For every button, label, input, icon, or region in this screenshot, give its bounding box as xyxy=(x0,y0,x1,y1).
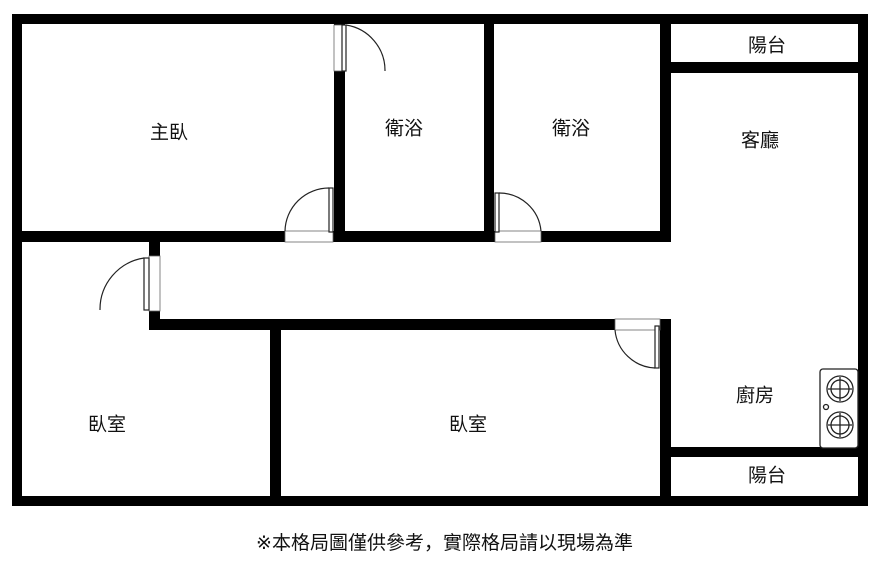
wall-master-bath1 xyxy=(334,14,345,242)
stove xyxy=(819,368,859,449)
door-arc-bath1 xyxy=(345,24,386,72)
wall-balcony-top xyxy=(660,62,868,73)
door-arc-bedroom-center xyxy=(614,329,656,369)
room-label-bedroom-center: 臥室 xyxy=(449,414,487,436)
wall-lower-corridor xyxy=(149,319,671,330)
door-opening-bedroom-center xyxy=(614,318,661,331)
door-opening-bath2 xyxy=(494,230,542,243)
burner-bottom-icon xyxy=(826,411,854,439)
door-leaf-master[interactable] xyxy=(328,187,334,233)
room-label-bathroom-1: 衛浴 xyxy=(385,118,423,140)
door-opening-master xyxy=(284,230,334,243)
wall-bedrooms-divider xyxy=(270,319,281,506)
room-label-bathroom-2: 衛浴 xyxy=(552,118,590,140)
room-label-balcony-top: 陽台 xyxy=(748,35,786,57)
wall-balcony-bottom xyxy=(660,447,868,457)
door-arc-bedroom-left xyxy=(99,257,145,311)
room-label-living-room: 客廳 xyxy=(741,130,779,152)
room-label-bedroom-left: 臥室 xyxy=(88,414,126,436)
stove-knob-icon xyxy=(822,403,830,411)
wall-bath2-living xyxy=(660,14,671,242)
wall-bath1-bath2 xyxy=(484,14,494,242)
room-label-master-bedroom: 主臥 xyxy=(150,122,188,144)
door-opening-bedroom-left xyxy=(148,255,161,312)
door-leaf-bedroom-center[interactable] xyxy=(654,325,660,369)
disclaimer-note: ※本格局圖僅供參考，實際格局請以現場為準 xyxy=(256,532,633,554)
door-leaf-bath2[interactable] xyxy=(494,192,500,233)
outer-wall-left xyxy=(12,14,22,506)
wall-bedroom-kitchen xyxy=(660,319,671,506)
outer-wall-bottom xyxy=(12,496,868,506)
door-arc-bath2 xyxy=(498,192,542,232)
outer-wall-top xyxy=(12,14,868,24)
door-arc-master xyxy=(284,187,330,232)
outer-wall-right xyxy=(858,14,868,506)
door-leaf-bath1[interactable] xyxy=(341,24,347,72)
door-leaf-bedroom-left[interactable] xyxy=(143,257,150,311)
floor-plan: 主臥 衛浴 衛浴 陽台 客廳 廚房 臥室 臥室 陽台 xyxy=(12,14,868,506)
wall-upper-corridor xyxy=(12,231,671,242)
room-label-balcony-bottom: 陽台 xyxy=(748,465,786,487)
burner-top-icon xyxy=(826,375,854,403)
room-label-kitchen: 廚房 xyxy=(736,384,774,407)
